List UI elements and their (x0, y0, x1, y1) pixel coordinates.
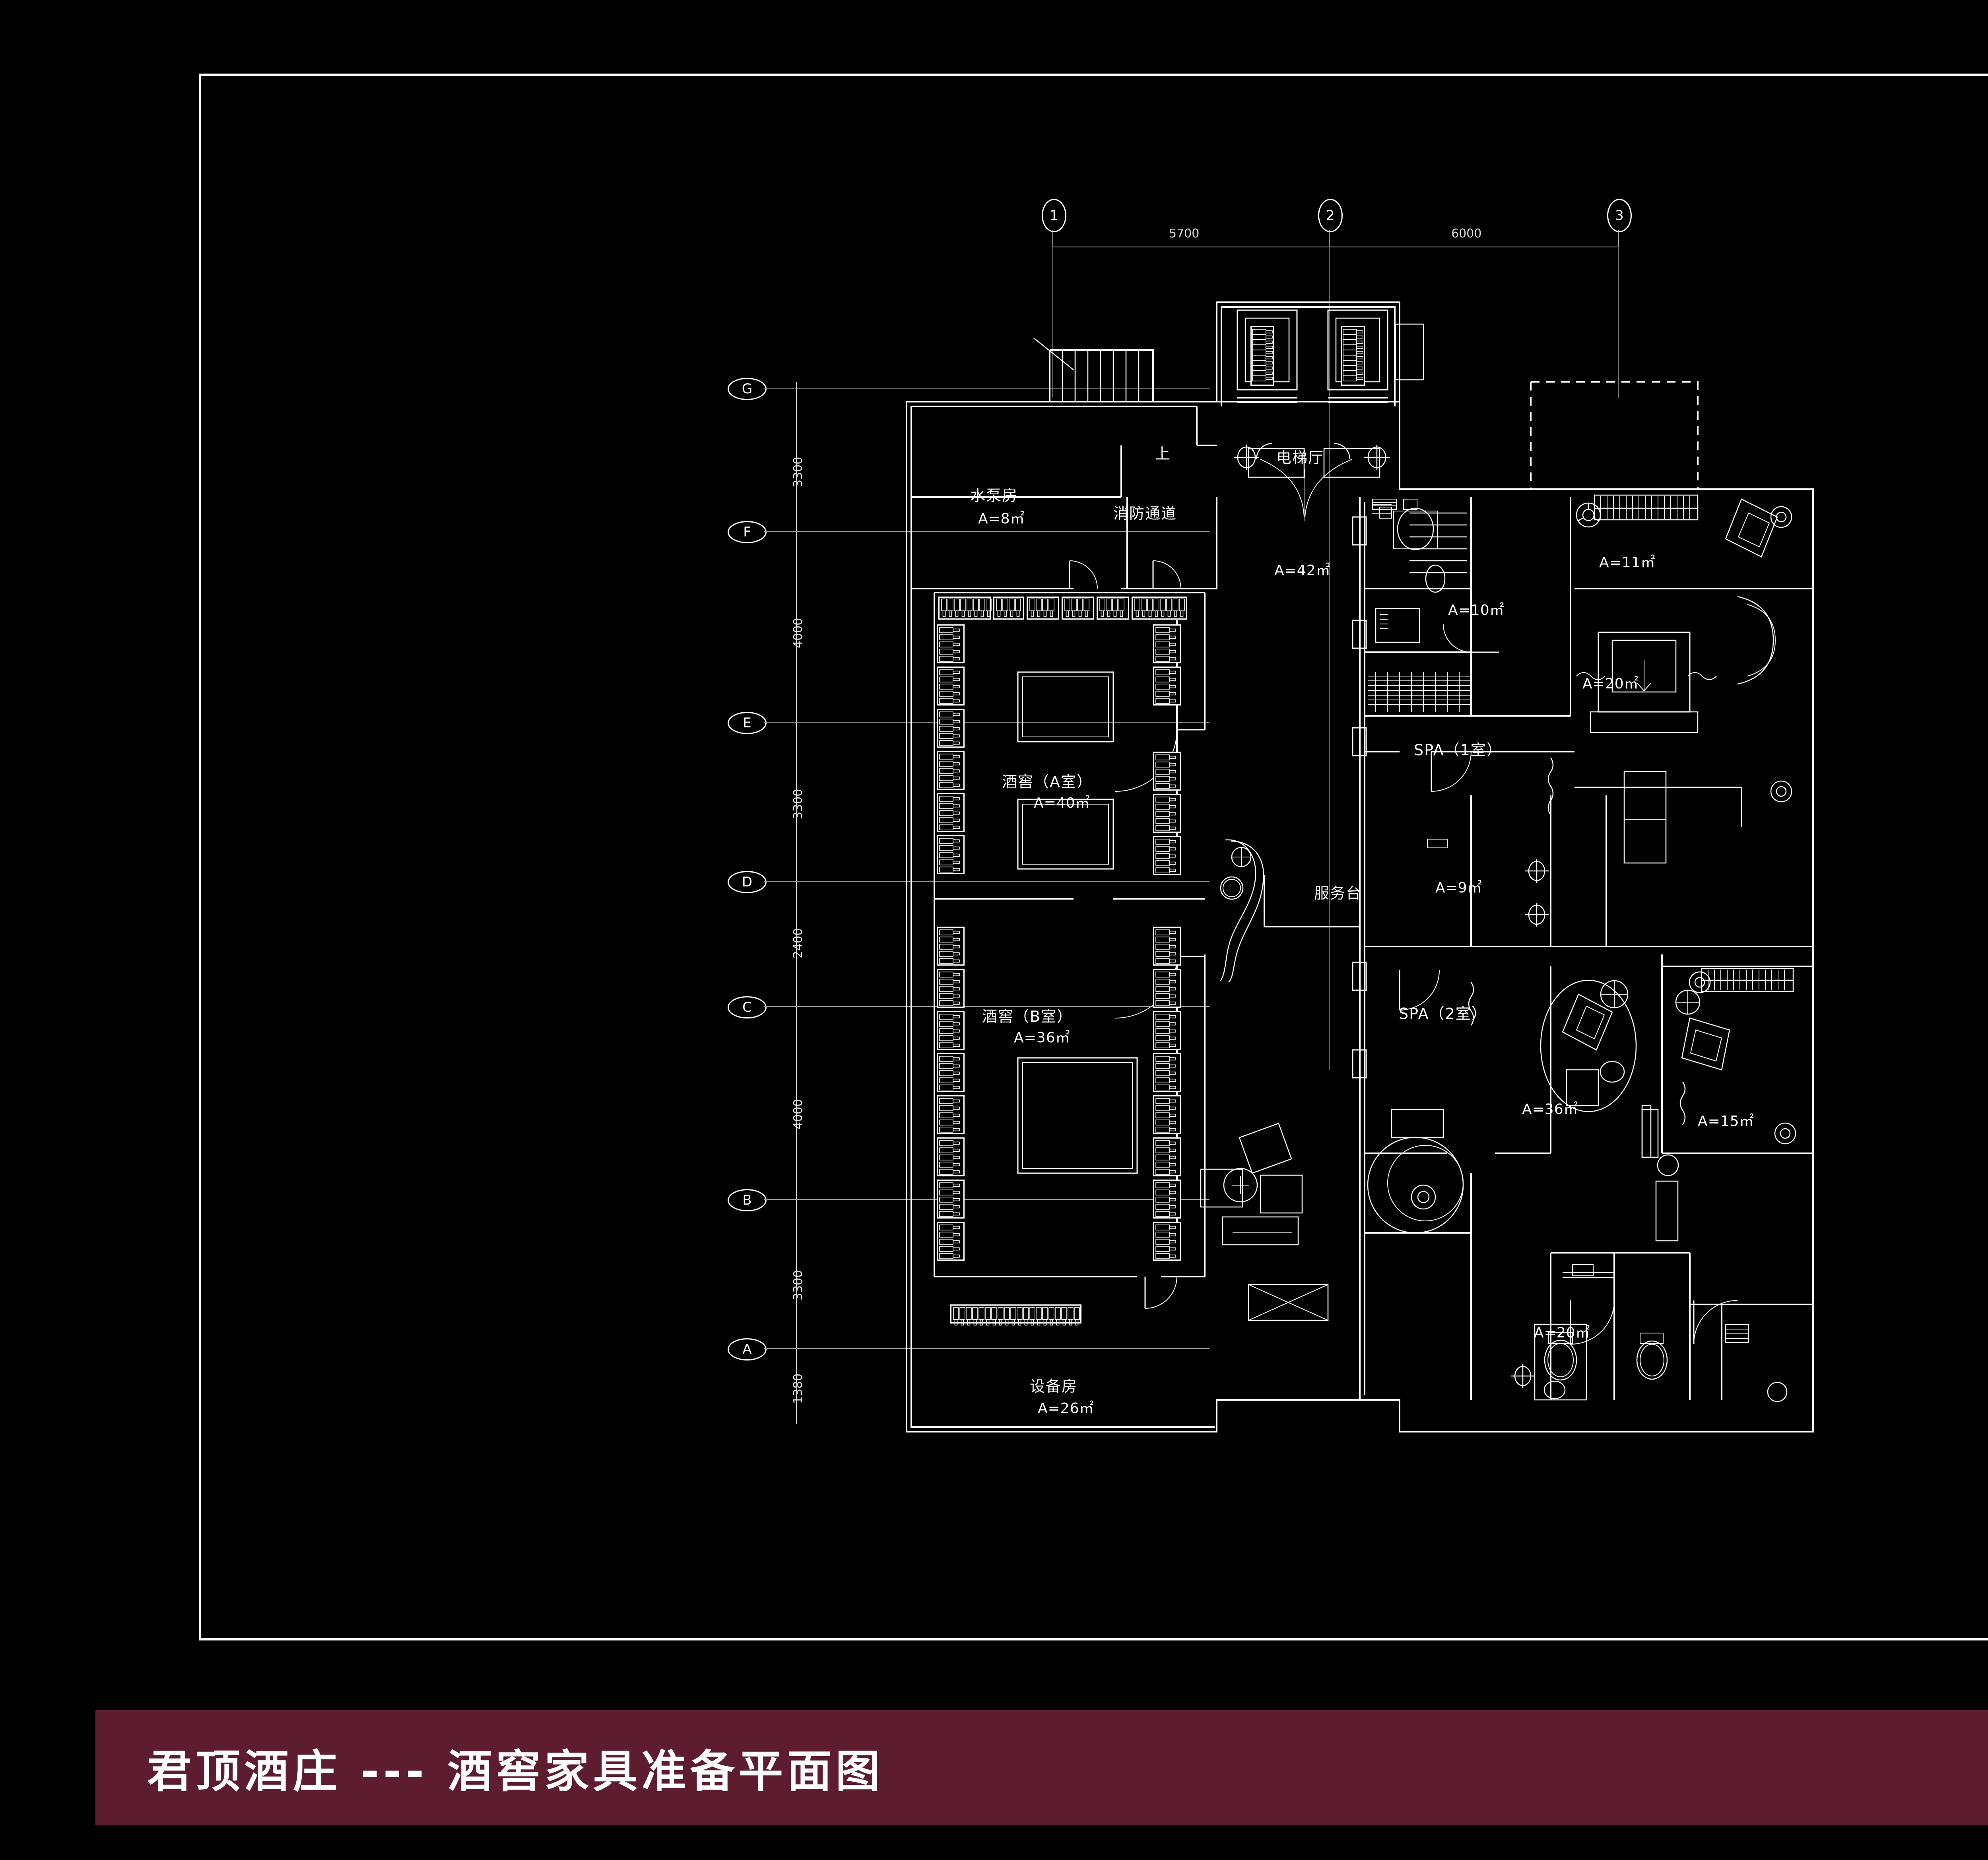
area-tag-36-spa: A=36㎡ (1522, 1101, 1578, 1118)
dim-span-1-2: 5700 (1169, 227, 1200, 241)
dim-span-d-c: 2400 (791, 928, 805, 958)
wine-rack-cell (937, 1011, 965, 1050)
title-bar: 君顶酒庄 --- 酒窖家具准备平面图 HOSUN (95, 1710, 1988, 1825)
wine-rack-cell (937, 709, 965, 748)
grid-axis-2 (1329, 247, 1330, 1070)
area-tag-20-lower: A=20㎡ (1534, 1325, 1590, 1341)
wine-rack-cell (937, 835, 965, 874)
grid-axis-g (764, 388, 1209, 389)
room-label-equipment-room: 设备房 (1030, 1378, 1078, 1395)
wine-rack-cell (1153, 624, 1181, 663)
grid-axis-e (764, 722, 1209, 723)
room-label-service-desk: 服务台 (1314, 884, 1362, 902)
area-tag-9: A=9㎡ (1435, 880, 1482, 896)
room-label-up: 上 (1155, 445, 1171, 463)
wine-rack-cell (938, 597, 991, 620)
grid-axis-f (764, 531, 1209, 532)
wine-rack-cell (1132, 597, 1187, 620)
grid-axis-3 (1618, 247, 1619, 398)
room-label-fire-passage: 消防通道 (1113, 505, 1177, 522)
grid-axis-1 (1052, 247, 1053, 398)
wine-rack-cell (1153, 667, 1181, 706)
grid-bubble-c: C (728, 996, 767, 1018)
area-tag-15: A=15㎡ (1698, 1113, 1754, 1129)
dim-span-c-b: 4000 (791, 1099, 805, 1129)
grid-bubble-3: 3 (1607, 199, 1632, 232)
wine-rack-cell (1341, 326, 1365, 386)
grid-axis-b (764, 1199, 1209, 1200)
room-label-spa-2: SPA（2室） (1399, 1005, 1487, 1022)
area-tag-11: A=11㎡ (1599, 554, 1656, 571)
wine-rack-cell (1250, 326, 1274, 386)
wine-rack-cell (1153, 794, 1181, 833)
grid-bubble-f: F (728, 521, 767, 543)
dim-span-2-3: 6000 (1451, 227, 1482, 241)
grid-axis-a (764, 1348, 1209, 1349)
room-label-pump-room: 水泵房 (970, 487, 1018, 504)
wine-rack-cell (937, 1180, 965, 1219)
room-label-elevator-hall: 电梯厅 (1276, 449, 1324, 466)
wine-rack-cell (950, 1304, 1081, 1324)
wine-rack-cell (1153, 1095, 1181, 1134)
area-tag-20-upper: A=20㎡ (1582, 676, 1639, 692)
room-label-wine-cellar-b: 酒窖（B室） (982, 1008, 1073, 1025)
room-label-spa-1: SPA（1室） (1414, 741, 1503, 759)
wine-rack-cell (1027, 597, 1059, 620)
grid-bubble-e: E (728, 712, 767, 734)
wine-rack-cell (937, 927, 965, 966)
grid-bubble-g: G (728, 378, 767, 400)
wine-rack-cell (937, 1137, 965, 1176)
wine-rack-cell (937, 624, 965, 663)
wine-rack-cell (1153, 1137, 1181, 1176)
wine-rack-cell (1153, 1222, 1181, 1261)
grid-bubble-d: D (728, 871, 767, 893)
vertical-dimension-line (796, 382, 797, 1424)
grid-bubble-a: A (728, 1338, 767, 1361)
wine-rack-cell (1153, 1053, 1181, 1092)
wine-rack-cell (1153, 1180, 1181, 1219)
area-label-equipment-room: A=26㎡ (1038, 1400, 1094, 1417)
wine-rack-cell (1153, 1011, 1181, 1050)
grid-bubble-b: B (728, 1189, 767, 1211)
wine-rack-cell (937, 751, 965, 790)
wine-rack-cell (937, 1095, 965, 1134)
grid-bubble-2: 2 (1318, 199, 1343, 232)
wine-rack-cell (1097, 597, 1129, 620)
dim-span-f-e: 4000 (791, 618, 805, 648)
grid-bubble-1: 1 (1042, 199, 1066, 232)
area-tag-10: A=10㎡ (1448, 602, 1505, 618)
wine-rack-cell (937, 1222, 965, 1261)
dim-span-e-d: 3300 (791, 789, 805, 819)
wine-rack-cell (993, 597, 1024, 620)
wine-rack-cell (1153, 927, 1181, 966)
room-label-wine-cellar-a: 酒窖（A室） (1002, 773, 1093, 791)
dim-span-a-end: 1380 (791, 1373, 805, 1404)
dim-span-g-f: 3300 (791, 457, 805, 487)
page-title: 君顶酒庄 --- 酒窖家具准备平面图 (147, 1746, 884, 1798)
wine-rack-cell (1153, 836, 1181, 875)
wine-rack-cell (937, 667, 965, 706)
wine-rack-cell (1153, 752, 1181, 791)
dim-span-b-a: 3300 (791, 1270, 805, 1300)
area-label-wine-cellar-a: A=40㎡ (1034, 795, 1090, 811)
wine-rack-cell (937, 1053, 965, 1092)
area-label-pump-room: A=8㎡ (978, 511, 1025, 527)
area-label-wine-cellar-b: A=36㎡ (1014, 1030, 1070, 1046)
wine-rack-cell (1062, 597, 1094, 620)
area-label-elevator-hall: A=42㎡ (1274, 562, 1331, 579)
wine-rack-cell (937, 969, 965, 1008)
wine-rack-cell (1153, 969, 1181, 1008)
wine-rack-cell (937, 793, 965, 832)
grid-axis-d (764, 881, 1209, 882)
